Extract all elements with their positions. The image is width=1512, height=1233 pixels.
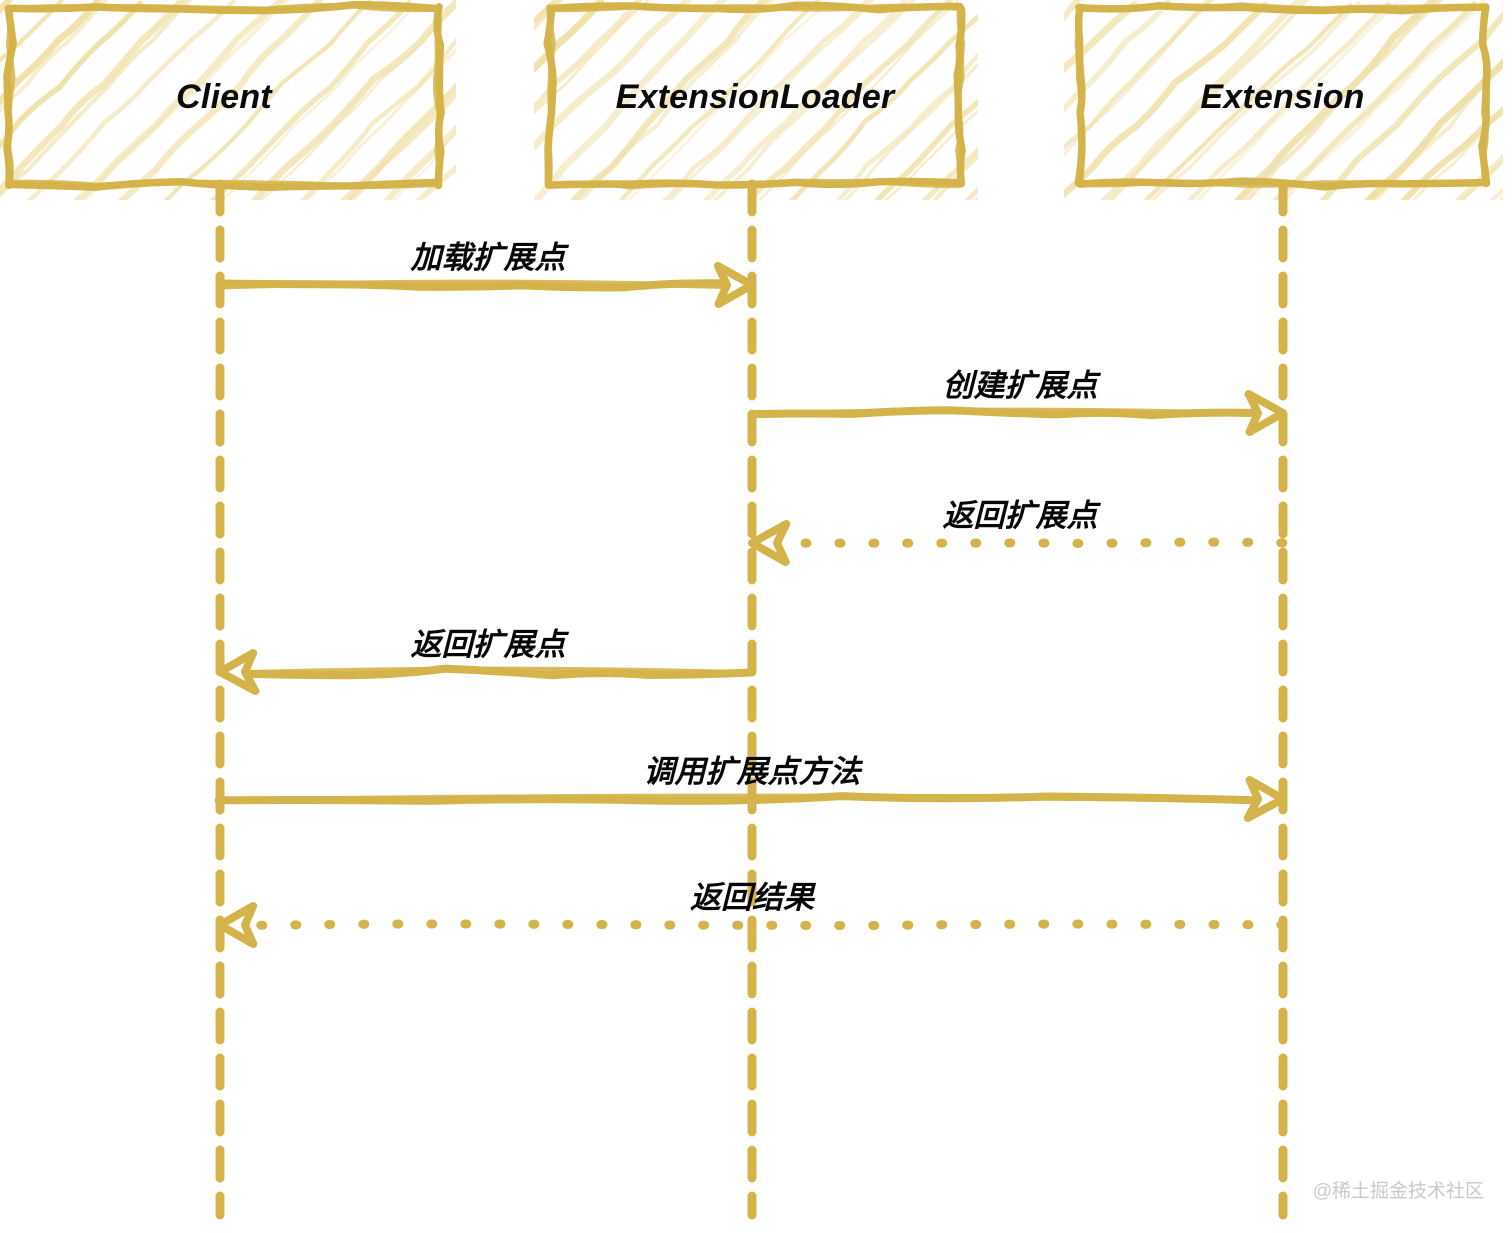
message-label-5: 调用扩展点方法 <box>644 754 864 789</box>
arrowhead-3 <box>748 520 791 566</box>
arrowhead-4 <box>216 649 260 695</box>
message-line-6 <box>244 919 1288 931</box>
lifelines-layer <box>215 179 1288 1220</box>
message-2-to-extension <box>749 390 1287 436</box>
actor-box-hatch-client <box>0 0 456 200</box>
actor-box-client <box>3 0 445 191</box>
message-label-1: 加载扩展点 <box>410 240 570 275</box>
actor-box-hatching <box>0 0 1503 200</box>
message-5-to-extension <box>214 776 1287 822</box>
actor-box-hatch-extension <box>1064 0 1503 200</box>
message-label-2: 创建扩展点 <box>943 368 1102 403</box>
labels-layer: Client ExtensionLoader Extension 加载扩展点创建扩展点… <box>176 78 1484 1202</box>
message-3-to-extension-loader <box>748 520 1288 566</box>
message-1-to-extension-loader <box>215 262 756 308</box>
arrowhead-1 <box>713 262 756 308</box>
message-6-to-client <box>216 902 1288 948</box>
actor-label-extension-loader: ExtensionLoader <box>616 78 896 116</box>
message-label-4: 返回扩展点 <box>411 627 570 662</box>
arrowhead-2 <box>1244 390 1287 436</box>
message-4-to-client <box>216 649 757 695</box>
arrowhead-5 <box>1243 776 1287 822</box>
message-arrows-layer <box>214 262 1288 948</box>
message-line-3 <box>775 537 1288 548</box>
message-label-3: 返回扩展点 <box>943 498 1102 533</box>
actor-box-hatch-extension-loader <box>534 0 978 200</box>
actor-box-extension-loader <box>543 1 966 190</box>
actor-label-extension: Extension <box>1200 78 1364 116</box>
actor-label-client: Client <box>176 78 273 116</box>
watermark: @稀土掘金技术社区 <box>1313 1180 1484 1202</box>
message-label-6: 返回结果 <box>690 880 817 915</box>
actor-boxes-layer <box>3 0 1491 191</box>
actor-box-extension <box>1074 1 1491 191</box>
arrowhead-6 <box>216 902 258 948</box>
